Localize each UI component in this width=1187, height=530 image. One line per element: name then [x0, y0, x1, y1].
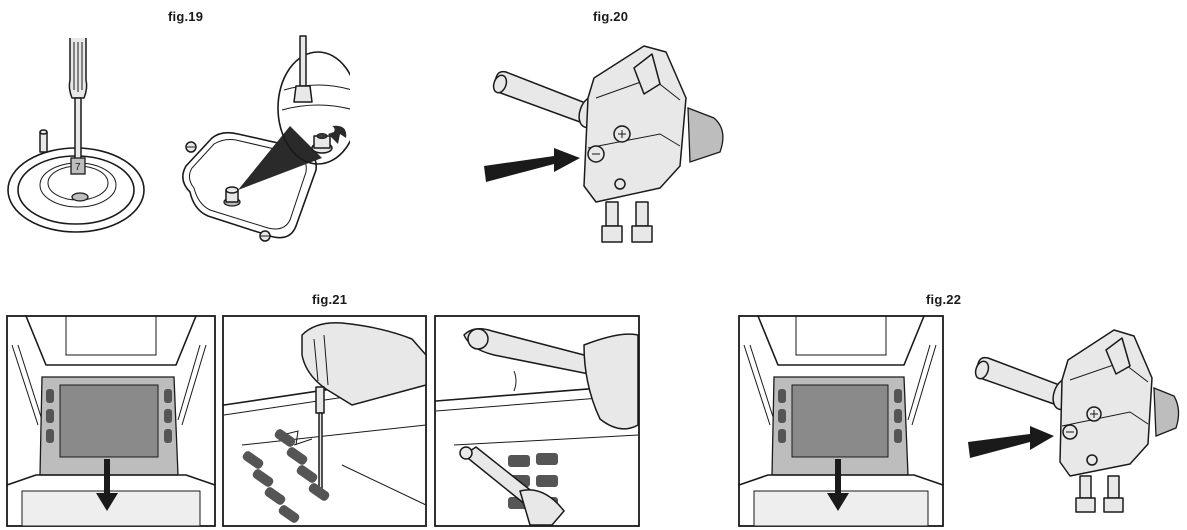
fig19-label: fig.19	[168, 9, 204, 24]
fig21-panel-oven-floor	[6, 315, 216, 527]
fig21-panel-screwdriver	[222, 315, 427, 527]
fig20-label: fig.20	[593, 9, 629, 24]
fig20-illustration	[484, 38, 734, 253]
fig21-panel-wrench	[434, 315, 640, 527]
fig22-gas-tap-illustration	[968, 320, 1183, 525]
svg-text:7: 7	[75, 162, 81, 173]
fig21-label: fig.21	[312, 292, 348, 307]
fig19-illustration: 7	[0, 30, 350, 265]
fig22-label: fig.22	[926, 292, 962, 307]
fig22-panel-oven-floor	[738, 315, 944, 527]
